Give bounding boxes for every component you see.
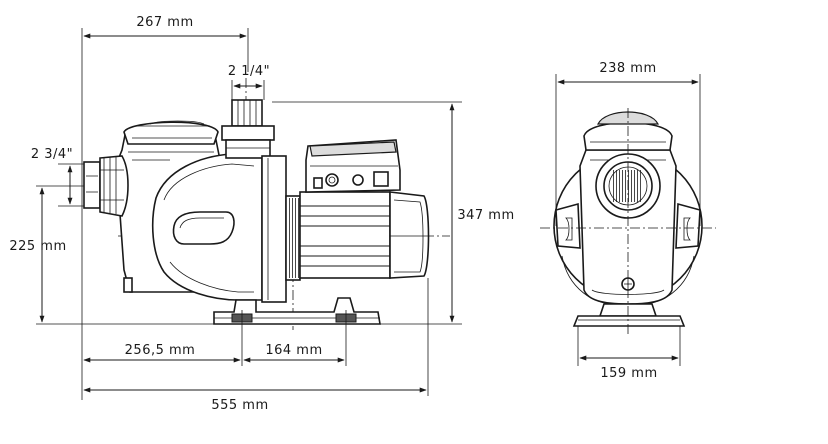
- motor-body: [299, 191, 391, 279]
- dim-base-width: 159 mm: [600, 366, 657, 381]
- dim-inlet-height: 225 mm: [9, 239, 66, 254]
- motor-flange: [261, 155, 287, 303]
- inlet-union: [83, 155, 129, 217]
- fan-cover: [389, 191, 430, 279]
- dim-total-height: 347 mm: [457, 208, 514, 223]
- dim-total-length: 555 mm: [211, 398, 268, 413]
- dim-inlet-thread: 2 3/4": [31, 147, 73, 162]
- dim-overall-depth: 267 mm: [136, 15, 193, 30]
- side-view: [83, 78, 450, 330]
- front-view-dimensions: 238 mm 159 mm: [555, 61, 701, 381]
- prefilter-lid: [123, 121, 219, 145]
- dim-total-width: 238 mm: [599, 61, 656, 76]
- volute-slot: [172, 211, 235, 245]
- dim-outlet-thread: 2 1/4": [228, 64, 270, 79]
- side-view-dimensions: 267 mm 2 1/4" 2 3/4" 225 mm 347 mm 256,5…: [9, 15, 514, 413]
- dim-foot-span: 164 mm: [265, 343, 322, 358]
- motor-fins: [300, 205, 390, 267]
- front-view: [540, 108, 716, 334]
- front-base: [572, 315, 686, 327]
- dim-inlet-to-foot: 256,5 mm: [125, 343, 196, 358]
- outlet-union: [221, 99, 275, 159]
